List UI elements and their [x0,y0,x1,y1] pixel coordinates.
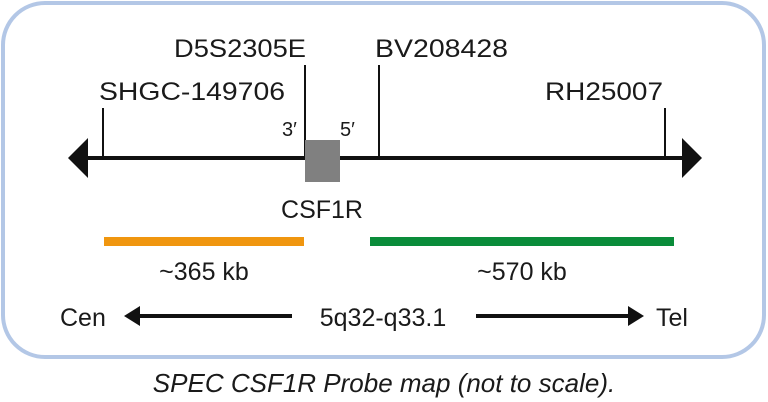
left-arrowhead-icon [68,138,88,178]
frame-border [1,1,766,359]
five-prime-label: 5′ [340,119,355,141]
marker-label-rh: RH25007 [545,78,663,106]
figure-caption: SPEC CSF1R Probe map (not to scale). [153,368,615,398]
three-prime-label: 3′ [282,119,297,141]
marker-label-shgc: SHGC-149706 [99,78,285,106]
probe-size-green: ~570 kb [477,258,567,286]
band-label: 5q32-q33.1 [320,304,447,332]
telomere-label: Tel [656,304,688,332]
marker-label-d5s: D5S2305E [174,35,306,63]
tel-arrowhead-icon [628,306,644,326]
centromere-label: Cen [60,304,106,332]
probe-size-orange: ~365 kb [159,258,249,286]
probe-bar-green [370,237,674,246]
cen-arrowhead-icon [124,306,140,326]
probe-bar-orange [104,237,304,246]
gene-box [305,140,340,182]
right-arrowhead-icon [682,138,702,178]
gene-label: CSF1R [281,196,363,224]
marker-label-bv: BV208428 [375,35,508,63]
